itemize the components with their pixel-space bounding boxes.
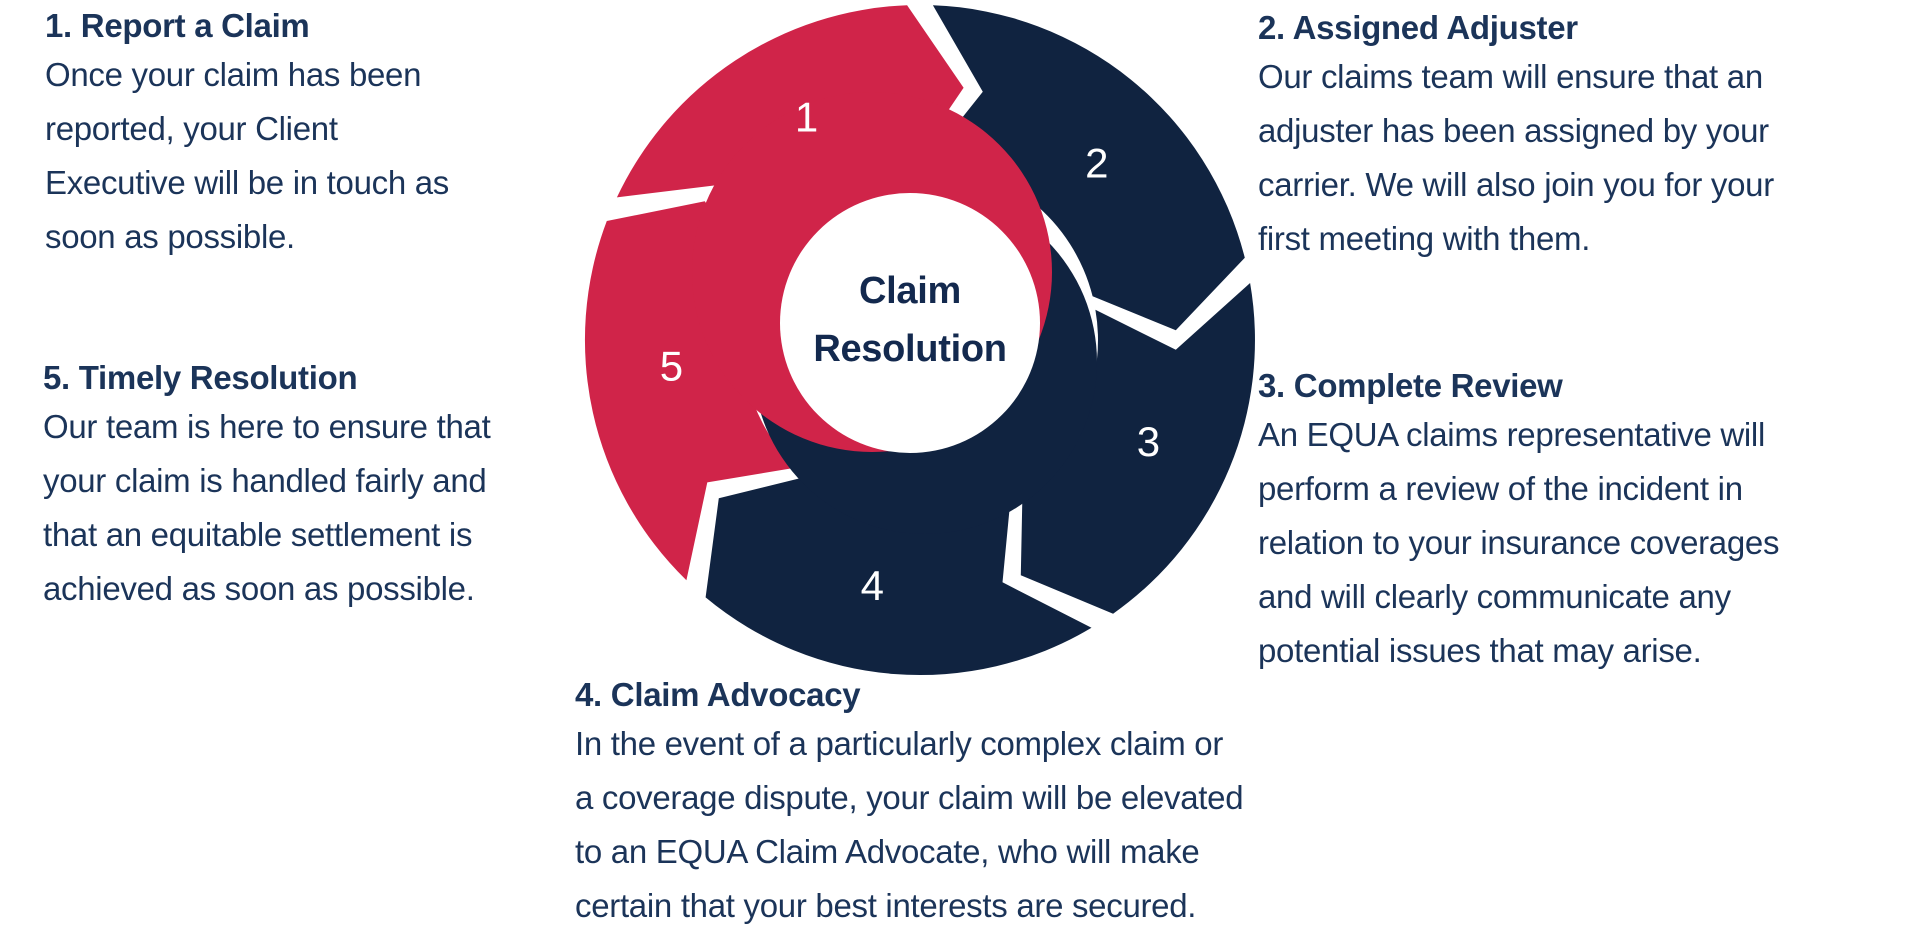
wheel-number-5: 5	[660, 343, 683, 390]
wheel-number-3: 3	[1137, 418, 1160, 465]
wheel-number-4: 4	[861, 562, 884, 609]
step-5-body: Our team is here to ensure that your cla…	[43, 408, 491, 607]
step-2-title: 2. Assigned Adjuster	[1258, 9, 1578, 46]
wheel-segment-4	[705, 476, 1092, 676]
step-3-block: 3. Complete Review An EQUA claims repres…	[1258, 364, 1918, 678]
step-4-block: 4. Claim Advocacy In the event of a part…	[575, 673, 1335, 933]
step-4-body: In the event of a particularly complex c…	[575, 725, 1244, 924]
step-3-body: An EQUA claims representative will perfo…	[1258, 416, 1780, 669]
center-label: Claim Resolution	[813, 270, 1007, 370]
step-1-title: 1. Report a Claim	[45, 7, 310, 44]
wheel-segment-3	[1020, 283, 1255, 614]
step-3-title: 3. Complete Review	[1258, 367, 1563, 404]
step-5-block: 5. Timely Resolution Our team is here to…	[43, 356, 603, 616]
step-2-block: 2. Assigned Adjuster Our claims team wil…	[1258, 6, 1908, 266]
step-2-body: Our claims team will ensure that an adju…	[1258, 58, 1774, 257]
wheel-segment-2	[926, 5, 1245, 331]
step-1-body: Once your claim has been reported, your …	[45, 56, 450, 255]
wheel-number-2: 2	[1085, 140, 1108, 187]
wheel-number-1: 1	[795, 94, 818, 141]
center-white-circle	[780, 193, 1040, 453]
step-5-title: 5. Timely Resolution	[43, 359, 358, 396]
step-4-title: 4. Claim Advocacy	[575, 676, 861, 713]
step-1-block: 1. Report a Claim Once your claim has be…	[45, 4, 645, 264]
